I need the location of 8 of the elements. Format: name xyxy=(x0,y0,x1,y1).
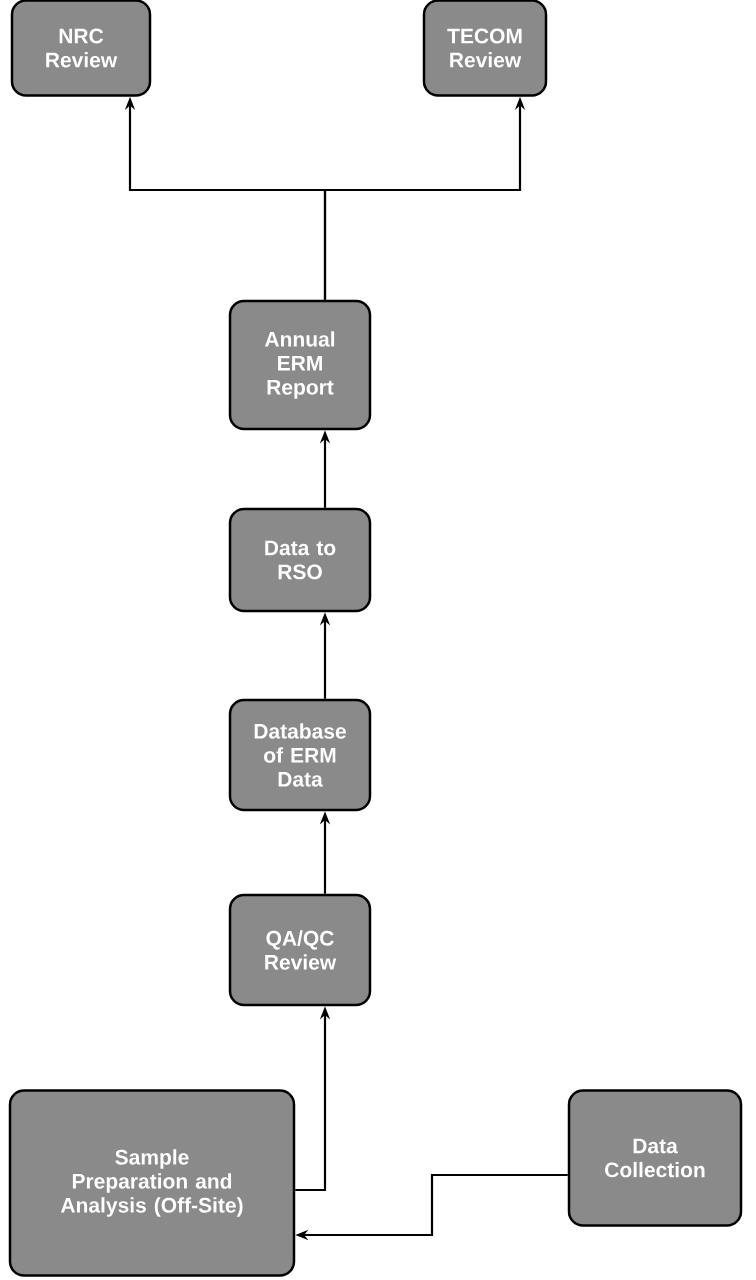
process-box: TECOM Review xyxy=(422,0,548,97)
process-box: Database of ERM Data xyxy=(228,698,372,812)
process-box: Annual ERM Report xyxy=(228,299,372,431)
process-box: NRC Review xyxy=(10,0,152,97)
process-box: Data to RSO xyxy=(228,507,372,613)
process-box: QA/QC Review xyxy=(228,893,372,1007)
process-box: Data Collection xyxy=(567,1089,743,1227)
process-box: Sample Preparation and Analysis (Off-Site) xyxy=(8,1089,296,1277)
